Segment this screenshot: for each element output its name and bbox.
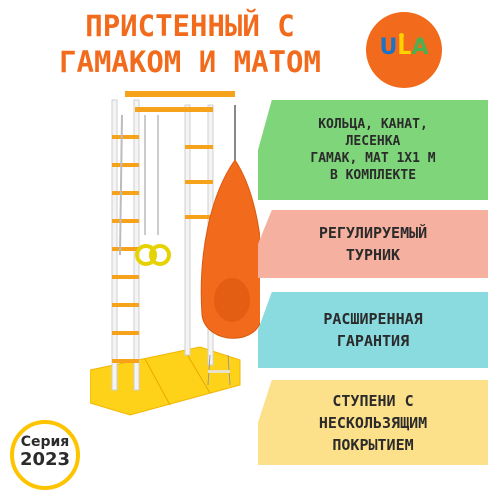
series-badge: Серия 2023: [10, 420, 80, 490]
title-line-2: ГАМАКОМ И МАТОМ: [59, 45, 321, 79]
badge-year: 2023: [19, 449, 71, 470]
logo-text: ULA: [379, 35, 429, 60]
rings-icon: [135, 244, 157, 266]
feature-card-equipment: КОЛЬЦА, КАНАТ, ЛЕСЕНКА ГАМАК, МАТ 1Х1 М …: [258, 100, 488, 200]
feature-text: РАСШИРЕННАЯ ГАРАНТИЯ: [323, 310, 423, 350]
logo-dot-icon: [399, 33, 404, 38]
feature-card-pullup-bar: РЕГУЛИРУЕМЫЙ ТУРНИК: [258, 210, 488, 278]
badge-label: Серия: [20, 434, 70, 450]
feature-text: РЕГУЛИРУЕМЫЙ ТУРНИК: [318, 224, 428, 264]
ladder-rungs: [112, 135, 213, 363]
brand-logo: ULA: [366, 12, 442, 88]
mat-icon: [90, 346, 241, 416]
feature-text: СТУПЕНИ С НЕСКОЛЬЗЯЩИМ ПОКРЫТИЕМ: [318, 391, 428, 454]
title-line-1: ПРИСТЕННЫЙ С: [85, 9, 295, 43]
product-image: [90, 91, 260, 416]
feature-card-steps: СТУПЕНИ С НЕСКОЛЬЗЯЩИМ ПОКРЫТИЕМ: [258, 380, 488, 465]
feature-card-warranty: РАСШИРЕННАЯ ГАРАНТИЯ: [258, 292, 488, 368]
page-title: ПРИСТЕННЫЙ С ГАМАКОМ И МАТОМ: [20, 8, 360, 80]
feature-text: КОЛЬЦА, КАНАТ, ЛЕСЕНКА ГАМАК, МАТ 1Х1 М …: [310, 117, 436, 183]
